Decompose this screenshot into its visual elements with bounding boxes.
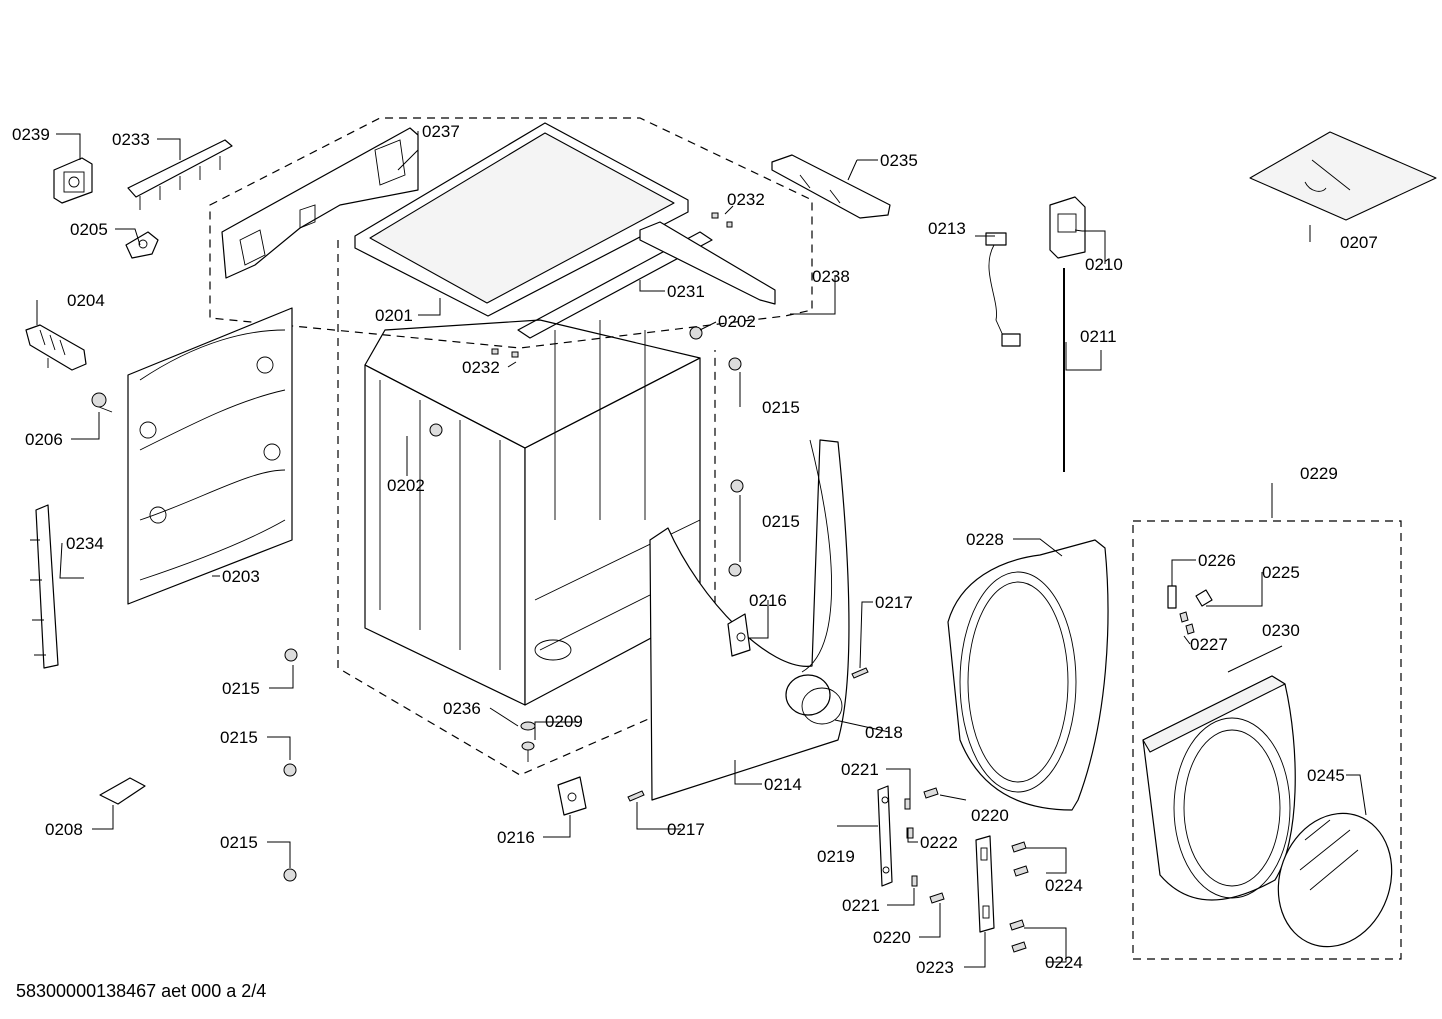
callout-0215-c: 0215	[222, 679, 260, 698]
part-0236	[520, 721, 536, 731]
callout-0216-b: 0216	[497, 828, 535, 847]
callout-0230: 0230	[1262, 621, 1300, 640]
part-0221-b	[911, 875, 918, 887]
callout-0215-d: 0215	[220, 728, 258, 747]
callout-0201: 0201	[375, 306, 413, 325]
part-0209	[521, 741, 535, 762]
callout-0236: 0236	[443, 699, 481, 718]
part-0237	[221, 127, 419, 279]
part-0239	[53, 157, 93, 204]
callout-0238: 0238	[812, 267, 850, 286]
part-0219	[877, 785, 893, 887]
callout-0239: 0239	[12, 125, 50, 144]
part-0232-a	[711, 212, 733, 228]
callout-0221-bottom: 0221	[842, 896, 880, 915]
callout-0221-top: 0221	[841, 760, 879, 779]
cabinet-assembly-outline	[337, 240, 716, 776]
callout-0235: 0235	[880, 151, 918, 170]
part-0234	[30, 504, 59, 669]
callout-0207: 0207	[1340, 233, 1378, 252]
part-0233	[127, 139, 233, 210]
part-0208	[99, 777, 146, 805]
callout-0226: 0226	[1198, 551, 1236, 570]
callout-0209: 0209	[545, 712, 583, 731]
part-0203	[127, 307, 293, 605]
callout-0206: 0206	[25, 430, 63, 449]
part-0217-group	[627, 667, 869, 802]
part-0222	[906, 827, 914, 839]
callout-0202-mid: 0202	[387, 476, 425, 495]
part-0216-a	[727, 613, 751, 657]
document-id-footer: 58300000138467 aet 000 a 2/4	[16, 981, 267, 1001]
callout-0210: 0210	[1085, 255, 1123, 274]
part-0230	[1142, 675, 1296, 901]
callout-0222: 0222	[920, 833, 958, 852]
part-0221-a	[904, 798, 911, 810]
callout-0224-bottom: 0224	[1045, 953, 1083, 972]
part-0227	[1179, 611, 1195, 635]
part-0231	[517, 221, 776, 339]
callout-0232-mid: 0232	[462, 358, 500, 377]
part-0224-group	[1009, 841, 1029, 953]
part-0220-b	[929, 892, 945, 904]
part-0213	[985, 232, 1021, 347]
callout-0215-a: 0215	[762, 398, 800, 417]
callout-0229: 0229	[1300, 464, 1338, 483]
callout-0233: 0233	[112, 130, 150, 149]
part-0215-group	[283, 357, 744, 882]
callout-0213: 0213	[928, 219, 966, 238]
callout-0202-top: 0202	[718, 312, 756, 331]
cabinet-housing	[364, 319, 701, 706]
callout-0219: 0219	[817, 847, 855, 866]
part-0206	[91, 392, 113, 413]
callout-0237: 0237	[422, 122, 460, 141]
part-0202-b	[429, 423, 443, 437]
top-assembly-outline	[209, 117, 813, 349]
leader-lines	[36, 131, 1367, 968]
part-0207	[1249, 131, 1437, 221]
callout-0211: 0211	[1080, 327, 1117, 346]
callout-0220-bottom: 0220	[873, 928, 911, 947]
part-0201	[354, 122, 689, 317]
callout-0208: 0208	[45, 820, 83, 839]
callout-0203: 0203	[222, 567, 260, 586]
callout-0245: 0245	[1307, 766, 1345, 785]
part-0228	[947, 539, 1109, 811]
part-0204	[25, 324, 87, 371]
callout-0223: 0223	[916, 958, 954, 977]
callout-0218: 0218	[865, 723, 903, 742]
part-0210	[1049, 196, 1086, 259]
callout-0216-a: 0216	[749, 591, 787, 610]
callout-0228: 0228	[966, 530, 1004, 549]
part-0216-b	[557, 776, 587, 816]
part-0226	[1167, 585, 1177, 609]
callout-0225: 0225	[1262, 563, 1300, 582]
part-0205	[125, 231, 159, 259]
callout-0204: 0204	[67, 291, 105, 310]
callout-labels: 0239 0233 0237 0235 0207 0205 0232 0213 …	[12, 122, 1378, 977]
callout-0215-e: 0215	[220, 833, 258, 852]
door-assembly-outline	[1132, 520, 1402, 960]
callout-0217-b: 0217	[667, 820, 705, 839]
part-0202-a	[689, 326, 703, 340]
callout-0205: 0205	[70, 220, 108, 239]
callout-0231: 0231	[667, 282, 705, 301]
callout-0232-top: 0232	[727, 190, 765, 209]
part-0245	[1277, 812, 1393, 948]
part-0232-b	[491, 348, 519, 358]
callout-0234: 0234	[66, 534, 104, 553]
part-0223	[975, 835, 995, 933]
callout-0217-a: 0217	[875, 593, 913, 612]
callout-0224-top: 0224	[1045, 876, 1083, 895]
callout-0215-b: 0215	[762, 512, 800, 531]
callout-0220-top: 0220	[971, 806, 1009, 825]
part-0220-a	[923, 787, 939, 799]
part-0235	[771, 154, 891, 219]
callout-0227: 0227	[1190, 635, 1228, 654]
part-0214	[649, 439, 850, 801]
callout-0214: 0214	[764, 775, 802, 794]
part-0225	[1195, 589, 1213, 607]
